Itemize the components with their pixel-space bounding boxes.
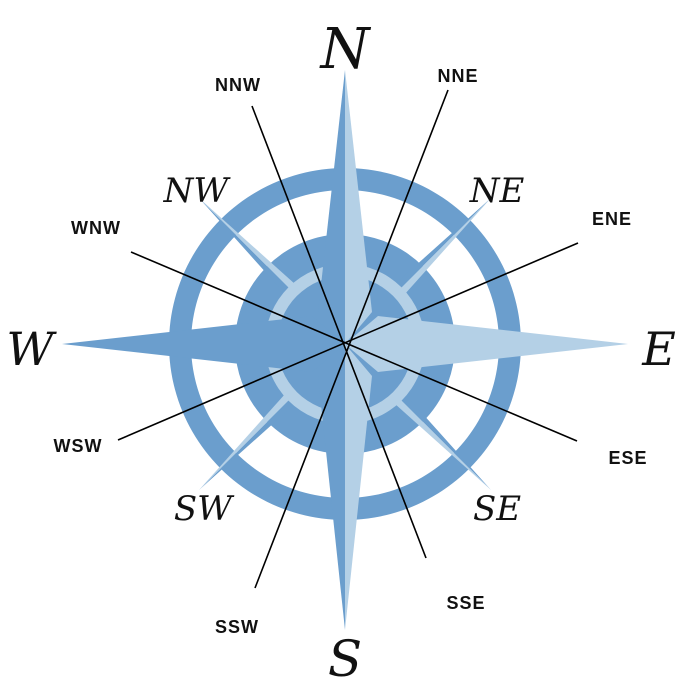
cardinal-points bbox=[62, 70, 628, 630]
s-point-right bbox=[345, 344, 372, 630]
w-point-top bbox=[62, 316, 345, 344]
label-nw: NW bbox=[163, 171, 232, 211]
ene-wsw-line bbox=[117, 242, 579, 441]
label-wnw: WNW bbox=[71, 218, 121, 238]
label-ene: ENE bbox=[592, 209, 632, 229]
label-sse: SSE bbox=[446, 593, 485, 613]
minor-labels: NNE NNW ENE WNW ESE WSW SSE SSW bbox=[54, 66, 647, 637]
label-se: SE bbox=[473, 489, 521, 529]
label-sw: SW bbox=[174, 489, 235, 529]
label-w: W bbox=[6, 322, 57, 376]
label-nnw: NNW bbox=[215, 75, 261, 95]
label-ese: ESE bbox=[608, 448, 647, 468]
label-s: S bbox=[328, 630, 362, 688]
cardinal-labels: N S E W bbox=[6, 17, 675, 688]
label-ssw: SSW bbox=[215, 617, 259, 637]
intercardinal-labels: NE SE SW NW bbox=[163, 171, 525, 529]
e-point-top bbox=[345, 316, 628, 344]
e-point-bottom bbox=[345, 344, 628, 372]
label-wsw: WSW bbox=[54, 436, 103, 456]
w-point-bottom bbox=[62, 344, 345, 372]
label-e: E bbox=[641, 322, 676, 376]
s-point-left bbox=[318, 344, 345, 630]
label-n: N bbox=[319, 17, 372, 82]
nnw-sse-line bbox=[251, 105, 427, 559]
wnw-ese-line bbox=[130, 251, 578, 442]
label-ne: NE bbox=[469, 171, 525, 211]
label-nne: NNE bbox=[437, 66, 478, 86]
n-point-right bbox=[345, 70, 372, 344]
n-point-left bbox=[318, 70, 345, 344]
minor-direction-lines bbox=[117, 89, 579, 589]
nne-ssw-line bbox=[254, 89, 449, 589]
